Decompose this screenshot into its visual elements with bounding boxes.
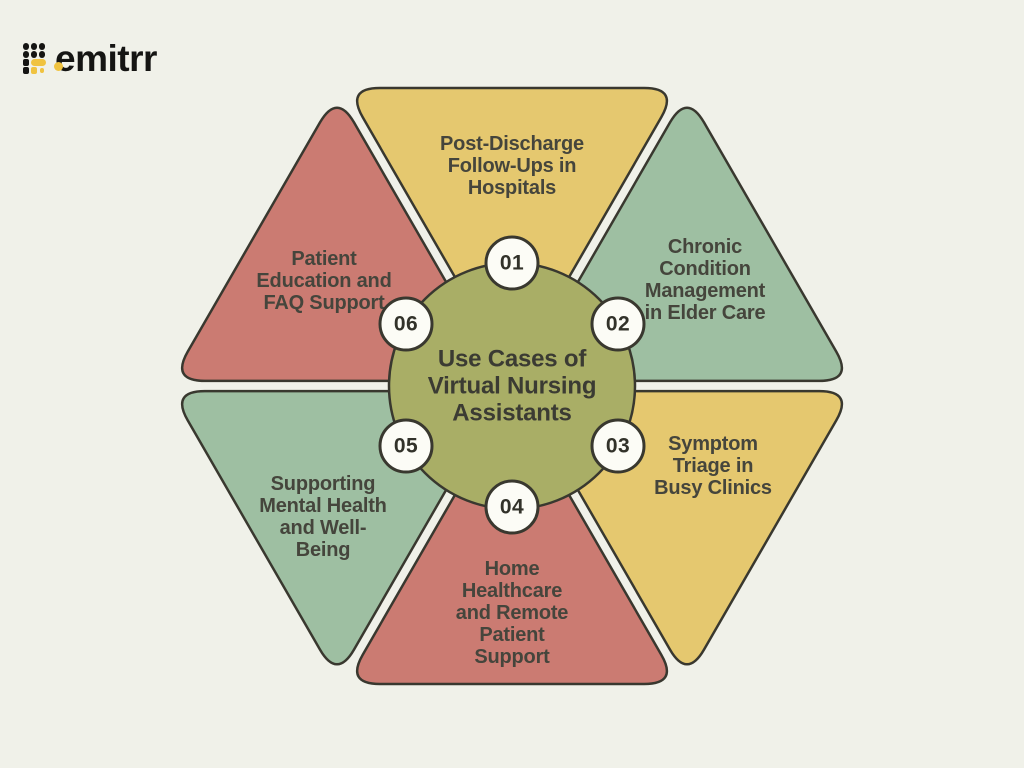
segment-number-badge-6: 06 (378, 296, 434, 352)
segment-label-2: Chronic Condition Management in Elder Ca… (644, 236, 766, 324)
segment-label-4: Home Healthcare and Remote Patient Suppo… (455, 558, 569, 668)
emitrr-logo: emitrr (22, 40, 166, 77)
segment-number-badge-4: 04 (484, 479, 540, 535)
segment-label-1: Post-Discharge Follow-Ups in Hospitals (440, 133, 584, 199)
segment-label-3: Symptom Triage in Busy Clinics (654, 433, 772, 499)
emitrr-logo-text: emitrr (55, 38, 157, 79)
segment-label-6: Patient Education and FAQ Support (256, 248, 392, 314)
emitrr-logo-icon (22, 43, 46, 75)
segment-label-5: Supporting Mental Health and Well- Being (259, 473, 387, 561)
segment-number-badge-2: 02 (590, 296, 646, 352)
segment-number-badge-1: 01 (484, 235, 540, 291)
logo-i-dot (53, 61, 63, 71)
segment-number-badge-5: 05 (378, 418, 434, 474)
diagram-title: Use Cases of Virtual Nursing Assistants (427, 345, 597, 427)
segment-number-badge-3: 03 (590, 418, 646, 474)
